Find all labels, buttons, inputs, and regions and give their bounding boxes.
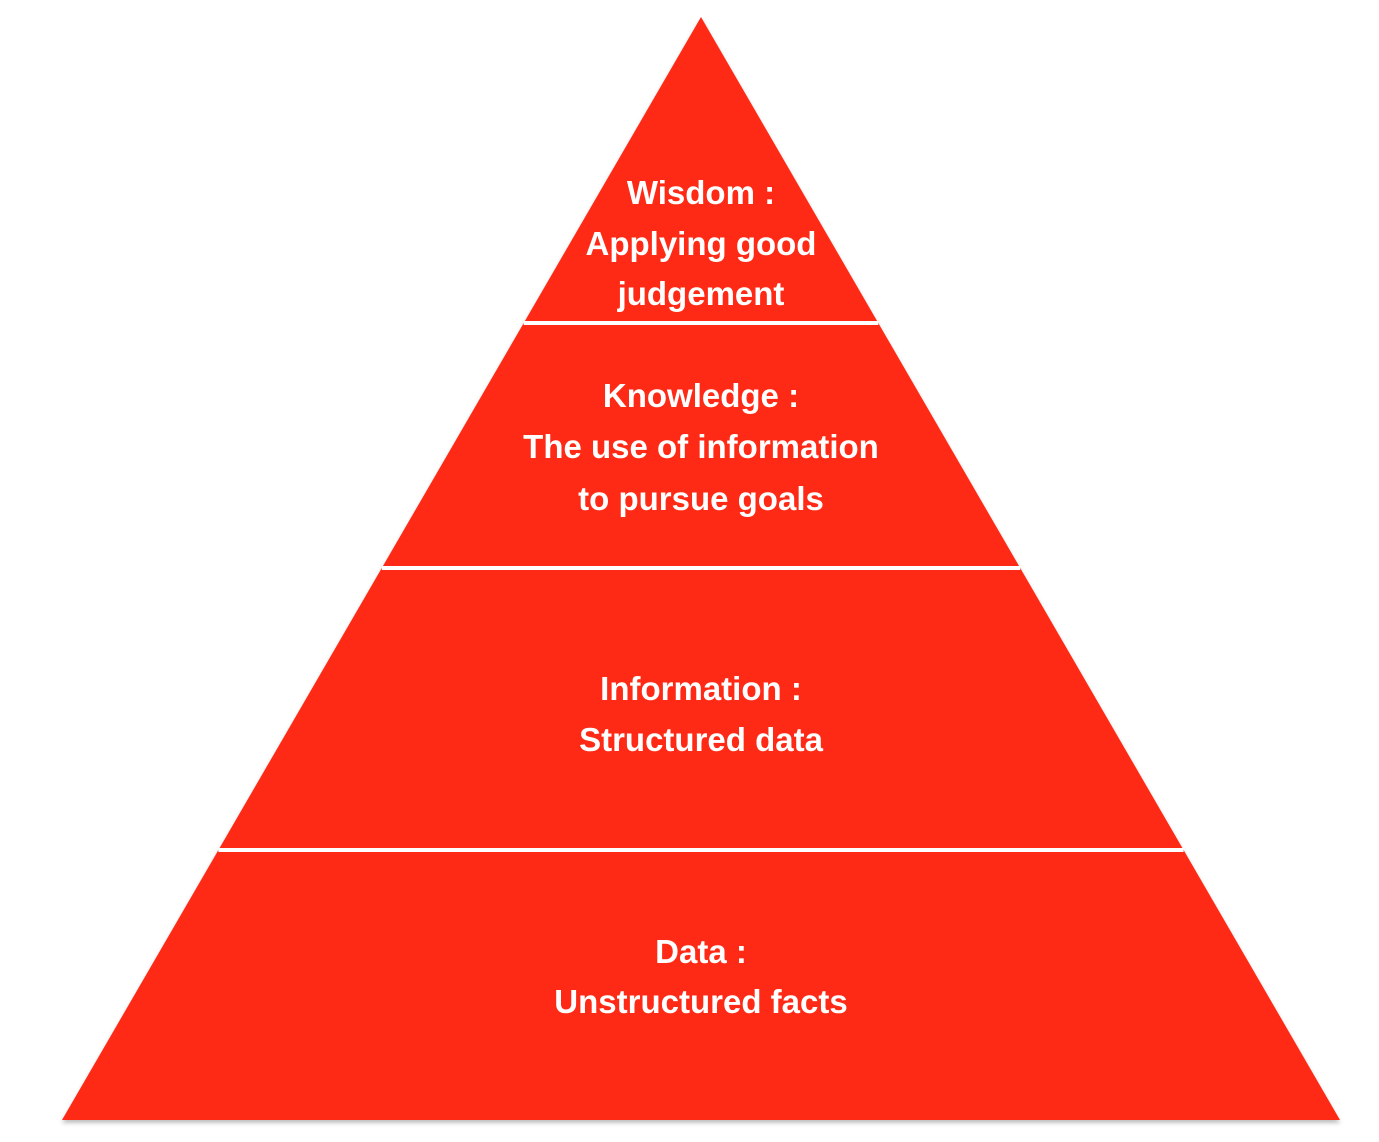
information-label-line: Structured data [579,721,824,758]
data-label-line: Unstructured facts [554,983,847,1020]
wisdom-label-line: Applying good [586,225,817,262]
wisdom-label-line: Wisdom : [627,174,775,211]
data-label-line: Data : [655,933,747,970]
information-label-line: Information : [600,670,802,707]
pyramid-level-information [218,568,1184,850]
pyramid-level-data [62,850,1340,1120]
knowledge-label-line: Knowledge : [603,377,799,414]
pyramid-level-knowledge [381,323,1021,568]
wisdom-label-line: judgement [617,275,785,312]
knowledge-label-line: to pursue goals [578,480,824,517]
pyramid-level-wisdom [523,17,879,323]
knowledge-label-line: The use of information [523,428,879,465]
